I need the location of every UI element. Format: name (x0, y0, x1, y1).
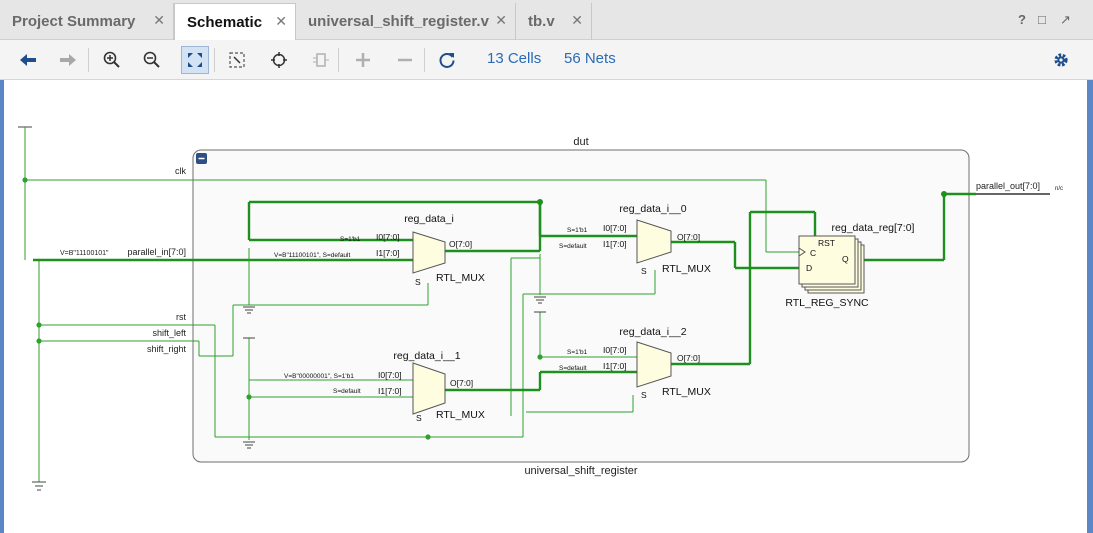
settings-button[interactable] (1047, 46, 1075, 74)
svg-text:I1[7:0]: I1[7:0] (603, 239, 627, 249)
svg-text:reg_data_i__0: reg_data_i__0 (619, 203, 686, 215)
help-icon[interactable]: ? (1018, 12, 1026, 27)
close-icon[interactable]: ✕ (153, 12, 165, 28)
expand-button[interactable] (349, 46, 377, 74)
svg-text:reg_data_reg[7:0]: reg_data_reg[7:0] (832, 222, 915, 234)
svg-text:D: D (806, 263, 812, 273)
fit-icon (188, 53, 202, 67)
reload-button[interactable] (433, 46, 461, 74)
svg-text:S: S (416, 413, 422, 423)
tab-bar: Project Summary ✕ Schematic ✕ universal_… (0, 0, 1093, 40)
zoom-area-button[interactable] (223, 46, 251, 74)
port-shift-right: shift_right (147, 344, 187, 354)
tab-tb[interactable]: tb.v ✕ (516, 3, 592, 40)
svg-text:I1[7:0]: I1[7:0] (376, 248, 400, 258)
svg-text:I0[7:0]: I0[7:0] (603, 223, 627, 233)
svg-text:RST: RST (818, 238, 835, 248)
svg-text:I0[7:0]: I0[7:0] (378, 370, 402, 380)
mux-reg-data-i[interactable]: reg_data_i I0[7:0] I1[7:0] O[7:0] S RTL_… (274, 213, 485, 287)
zoom-area-icon (229, 52, 245, 68)
reg-data-reg[interactable]: reg_data_reg[7:0] RST C D Q RTL_REG_SYNC (785, 222, 914, 309)
minus-icon (398, 58, 412, 62)
svg-text:S=1'b1: S=1'b1 (340, 236, 361, 243)
svg-text:reg_data_i__1: reg_data_i__1 (393, 350, 460, 362)
svg-text:S: S (415, 277, 421, 287)
port-nc: n/c (1055, 186, 1063, 192)
svg-text:S=1'b1: S=1'b1 (567, 227, 588, 234)
svg-text:S=default: S=default (559, 243, 587, 250)
svg-text:S: S (641, 390, 647, 400)
zoom-in-icon (103, 51, 120, 68)
svg-text:S=default: S=default (559, 365, 587, 372)
svg-text:V=B"00000001", S=1'b1: V=B"00000001", S=1'b1 (284, 373, 354, 380)
port-shift-left: shift_left (152, 328, 186, 338)
close-icon[interactable]: ✕ (571, 12, 583, 28)
svg-text:I1[7:0]: I1[7:0] (378, 386, 402, 396)
svg-text:S: S (641, 266, 647, 276)
close-icon[interactable]: ✕ (495, 12, 507, 28)
toolbar: 13 Cells 56 Nets (0, 40, 1093, 80)
zoom-fit-button[interactable] (181, 46, 209, 74)
refresh-icon (439, 52, 455, 68)
collapse-button[interactable] (391, 46, 419, 74)
svg-text:RTL_MUX: RTL_MUX (436, 409, 485, 421)
restore-icon[interactable]: □ (1038, 12, 1046, 27)
mux-reg-data-i-0[interactable]: reg_data_i__0 I0[7:0] I1[7:0] O[7:0] S R… (559, 203, 711, 276)
svg-text:I0[7:0]: I0[7:0] (603, 345, 627, 355)
back-button[interactable] (14, 46, 42, 74)
close-icon[interactable]: ✕ (275, 13, 287, 29)
svg-text:O[7:0]: O[7:0] (677, 232, 700, 242)
forward-button[interactable] (54, 46, 82, 74)
svg-text:I0[7:0]: I0[7:0] (376, 232, 400, 242)
arrow-left-icon (20, 54, 36, 66)
module-box[interactable] (192, 149, 970, 463)
svg-text:RTL_MUX: RTL_MUX (436, 272, 485, 284)
plus-icon (356, 53, 370, 67)
svg-text:Q: Q (842, 254, 849, 264)
svg-text:RTL_MUX: RTL_MUX (662, 263, 711, 275)
module-name: dut (573, 136, 588, 148)
schematic-diagram: dut universal_shift_register (18, 126, 1063, 491)
module-type: universal_shift_register (524, 465, 637, 477)
cells-count[interactable]: 13 Cells (487, 50, 542, 67)
svg-text:reg_data_i: reg_data_i (404, 213, 454, 225)
cell-icon (313, 53, 329, 67)
const-parallel: V=B"11100101" (60, 250, 109, 257)
float-icon[interactable]: ↗ (1060, 12, 1071, 27)
gear-icon (1054, 53, 1068, 67)
port-rst: rst (176, 312, 186, 322)
svg-text:I1[7:0]: I1[7:0] (603, 361, 627, 371)
cell-button[interactable] (307, 46, 335, 74)
tab-schematic[interactable]: Schematic ✕ (174, 3, 296, 40)
svg-text:O[7:0]: O[7:0] (450, 378, 473, 388)
svg-text:S=1'b1: S=1'b1 (567, 349, 588, 356)
svg-text:RTL_REG_SYNC: RTL_REG_SYNC (785, 297, 869, 309)
svg-text:V=B"11100101", S=default: V=B"11100101", S=default (274, 252, 350, 259)
svg-text:C: C (810, 248, 816, 258)
zoom-in-button[interactable] (98, 46, 126, 74)
tab-universal-shift-register[interactable]: universal_shift_register.v ✕ (296, 3, 516, 40)
mux-reg-data-i-1[interactable]: reg_data_i__1 I0[7:0] I1[7:0] O[7:0] S R… (284, 350, 485, 423)
svg-text:RTL_MUX: RTL_MUX (662, 386, 711, 398)
schematic-canvas[interactable]: dut universal_shift_register (0, 80, 1093, 533)
mux-reg-data-i-2[interactable]: reg_data_i__2 I0[7:0] I1[7:0] O[7:0] S R… (559, 326, 711, 400)
nets-count[interactable]: 56 Nets (564, 50, 616, 67)
svg-text:O[7:0]: O[7:0] (677, 353, 700, 363)
svg-text:O[7:0]: O[7:0] (449, 239, 472, 249)
svg-text:reg_data_i__2: reg_data_i__2 (619, 326, 686, 338)
center-button[interactable] (265, 46, 293, 74)
port-parallel-in: parallel_in[7:0] (127, 247, 186, 257)
zoom-out-icon (143, 51, 160, 68)
port-parallel-out: parallel_out[7:0] (976, 181, 1040, 191)
svg-text:S=default: S=default (333, 388, 361, 395)
tab-project-summary[interactable]: Project Summary ✕ (0, 3, 174, 40)
crosshair-icon (271, 52, 287, 68)
zoom-out-button[interactable] (138, 46, 166, 74)
port-clk: clk (175, 166, 186, 176)
arrow-right-icon (60, 54, 76, 66)
